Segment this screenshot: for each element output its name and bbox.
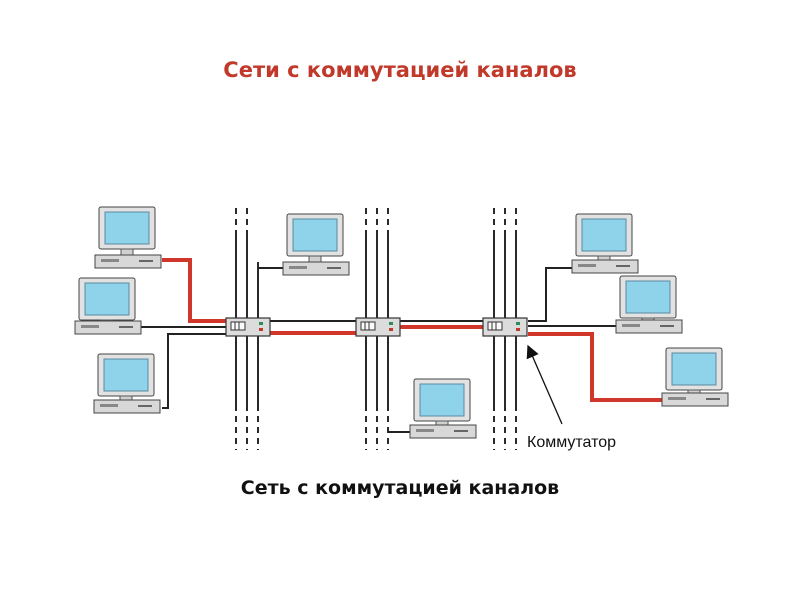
switch-3 (482, 317, 528, 337)
computer-right-middle (615, 275, 683, 334)
computer-left-middle (74, 277, 142, 335)
computer-center-bottom (409, 378, 477, 439)
switch-callout-arrow (526, 344, 563, 425)
diagram-caption: Сеть с коммутацией каналов (240, 477, 560, 499)
switch-2 (355, 317, 401, 337)
active-circuit (162, 258, 662, 402)
computer-right-top (571, 213, 639, 274)
switch-callout-label: Коммутатор (527, 434, 616, 451)
page-title: Сети с коммутацией каналов (223, 58, 577, 82)
computer-left-bottom (93, 353, 161, 414)
computer-right-bottom (661, 347, 729, 407)
computer-center-top (282, 213, 350, 276)
switch-1 (225, 317, 271, 337)
computer-left-top (94, 206, 162, 269)
